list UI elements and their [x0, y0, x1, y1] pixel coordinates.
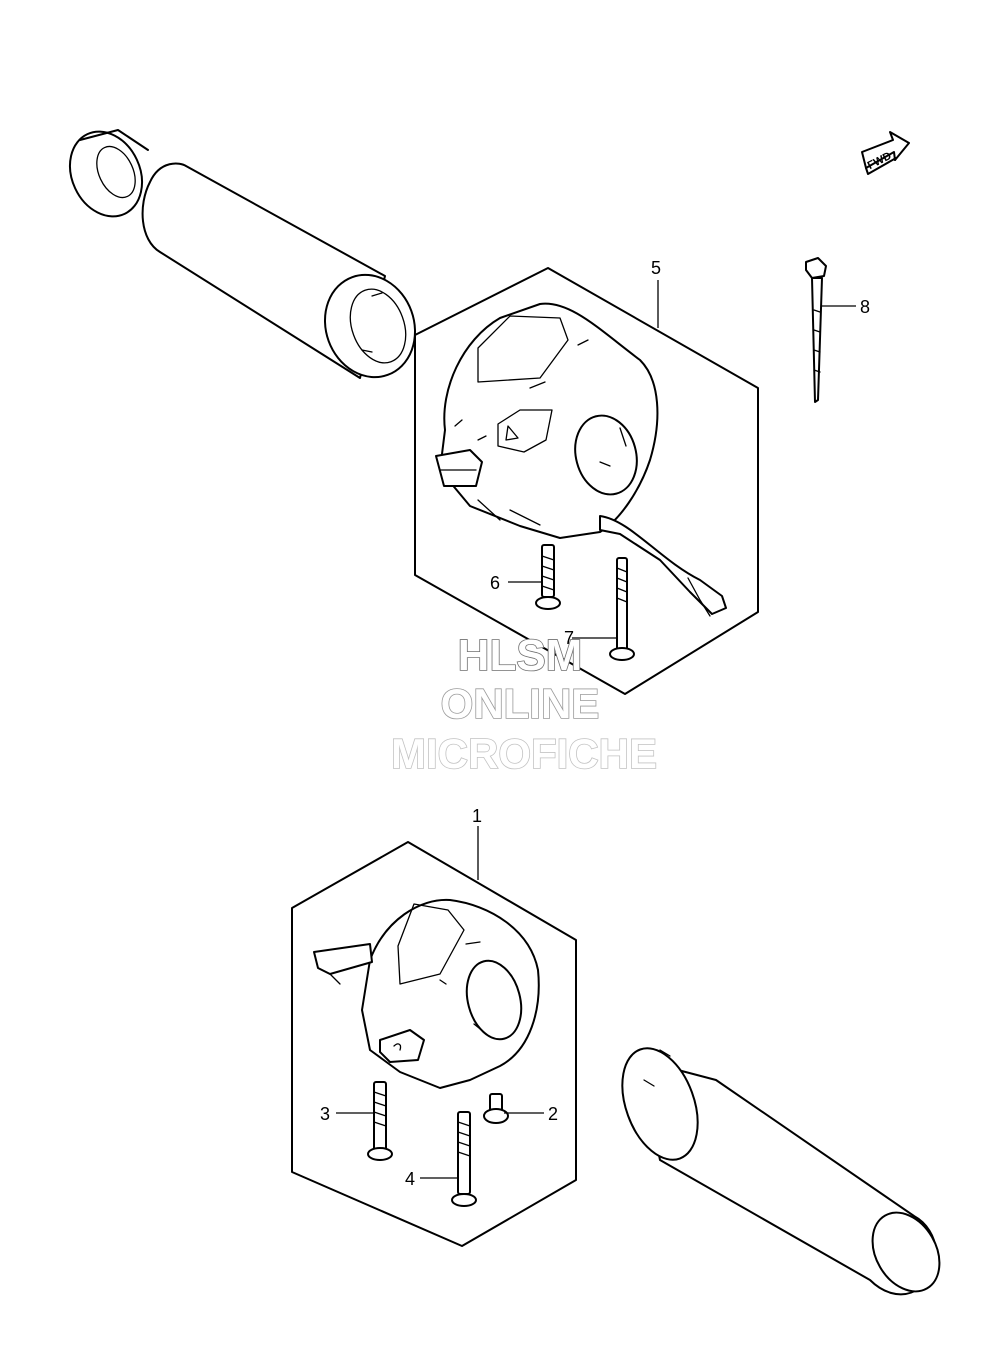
callout-1: 1	[472, 806, 482, 826]
watermark-line-3: MICROFICHE	[391, 730, 657, 777]
assembly-frame-1	[291, 841, 577, 1247]
assembly-frame-5	[414, 267, 759, 695]
fwd-arrow-icon: FWD	[861, 131, 910, 175]
callout-7: 7	[564, 628, 574, 648]
screw-7	[609, 557, 635, 661]
handle-grip-bottom	[621, 1047, 941, 1296]
right-switch-housing	[313, 898, 540, 1089]
callout-5: 5	[651, 258, 661, 278]
callout-6: 6	[490, 573, 500, 593]
screw-3	[367, 1081, 393, 1161]
screw-6	[535, 544, 561, 610]
watermark: HLSM ONLINE MICROFICHE	[390, 630, 658, 778]
screw-4	[451, 1111, 477, 1207]
watermark-line-2: ONLINE	[441, 680, 600, 727]
watermark-line-1: HLSM	[458, 631, 583, 680]
screw-2	[483, 1093, 509, 1124]
callout-3: 3	[320, 1104, 330, 1124]
callout-2: 2	[548, 1104, 558, 1124]
handle-grip-top	[141, 162, 417, 379]
callout-8: 8	[860, 297, 870, 317]
grip-end-ring-top	[69, 129, 149, 218]
cable-tie-8	[805, 257, 827, 403]
left-switch-housing	[435, 302, 727, 617]
callout-4: 4	[405, 1169, 415, 1189]
